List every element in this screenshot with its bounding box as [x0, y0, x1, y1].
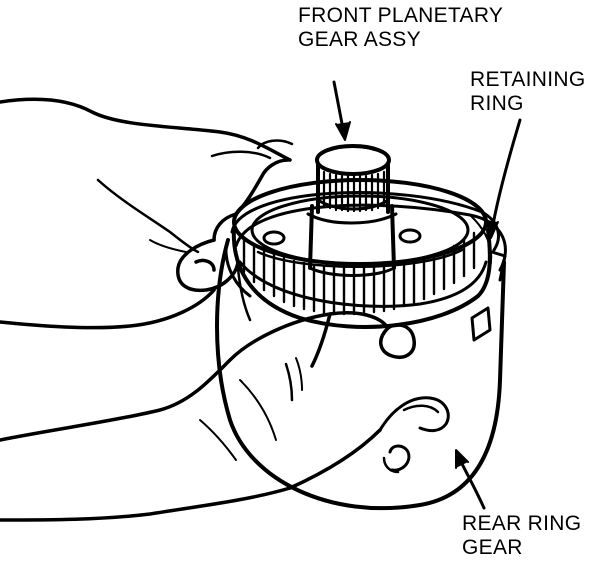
shaft-splines — [322, 170, 386, 213]
rear-ring-gear — [215, 203, 507, 511]
retaining-ring-arrow — [490, 118, 522, 232]
rear-ring-gear-label-line2: GEAR — [462, 536, 523, 559]
front-planetary-label-line1: FRONT PLANETARY — [298, 4, 504, 27]
upper-hand — [0, 97, 294, 330]
front-planetary-arrowhead — [335, 121, 351, 141]
center-shaft — [306, 144, 398, 277]
rear-ring-gear-arrowhead — [455, 449, 469, 469]
retaining-ring-label-line1: RETAINING — [470, 68, 586, 91]
leader-arrows — [332, 80, 522, 510]
gear-teeth — [242, 231, 476, 316]
front-planetary-label-line2: GEAR ASSY — [298, 28, 421, 51]
rear-ring-gear-label-line1: REAR RING — [462, 512, 582, 535]
lower-hand — [0, 311, 450, 522]
retaining-ring-label: RETAINING RING — [470, 68, 585, 116]
rear-ring-gear-label: REAR RING GEAR — [462, 512, 581, 560]
retaining-ring-label-line2: RING — [470, 92, 524, 115]
front-planetary-label: FRONT PLANETARY GEAR ASSY — [298, 4, 503, 52]
retaining-ring-arrowhead — [485, 219, 499, 239]
